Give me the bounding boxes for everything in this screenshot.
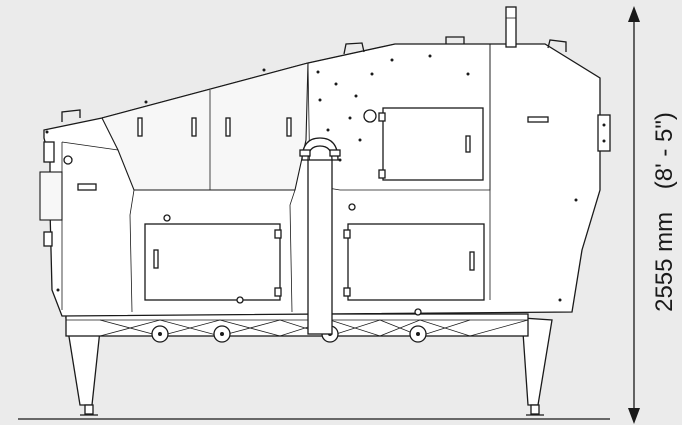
height-metric: 2555 mm — [651, 212, 678, 312]
height-dimension-arrow — [628, 6, 640, 424]
top-chimney — [505, 6, 517, 48]
lower-left-door — [144, 214, 282, 304]
lifting-handles — [61, 36, 567, 122]
right-end-panel — [489, 44, 611, 302]
lower-right-door — [343, 203, 485, 316]
front-section — [39, 130, 119, 310]
upper-panel-slots — [137, 90, 292, 190]
panel-bolts — [144, 54, 470, 162]
support-legs — [65, 317, 553, 416]
base-frame — [65, 313, 529, 337]
height-imperial: (8' - 5") — [651, 112, 678, 189]
hopper-cavity — [101, 62, 309, 191]
svg-text:2555 mm (8' - 5"): 2555 mm (8' - 5") — [651, 112, 678, 312]
central-window — [378, 107, 484, 181]
inlet-pipe — [299, 137, 341, 335]
height-dimension-label: 2555 mm (8' - 5") — [651, 112, 678, 312]
